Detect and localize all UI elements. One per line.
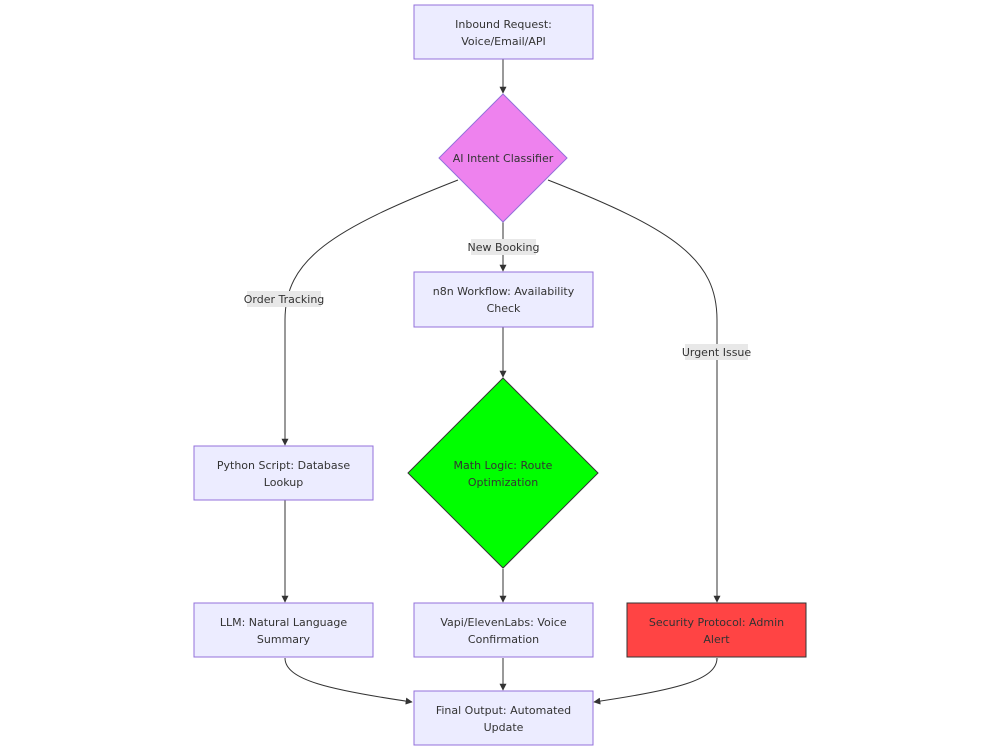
node-label-line1: LLM: Natural Language	[220, 616, 348, 629]
node-math-logic[interactable]: Math Logic: Route Optimization	[407, 377, 599, 569]
node-label-line2: Lookup	[264, 476, 303, 489]
edge-label-order-tracking: Order Tracking	[244, 291, 325, 307]
node-label-line1: Final Output: Automated	[436, 704, 571, 717]
node-llm-summary[interactable]: LLM: Natural Language Summary	[193, 602, 374, 658]
node-label-line2: Update	[484, 721, 524, 734]
edge-label-bg	[247, 291, 321, 307]
edge-label-bg	[685, 344, 748, 360]
node-box	[193, 602, 374, 658]
node-inbound-request[interactable]: Inbound Request: Voice/Email/API	[413, 4, 594, 60]
edge-label-bg	[471, 239, 536, 255]
node-label-line1: Security Protocol: Admin	[649, 616, 784, 629]
node-security-protocol[interactable]: Security Protocol: Admin Alert	[626, 602, 807, 658]
node-label-line2: Confirmation	[468, 633, 539, 646]
edge-label-text: Order Tracking	[244, 293, 325, 306]
node-python-script[interactable]: Python Script: Database Lookup	[193, 445, 374, 501]
node-vapi-elevenlabs[interactable]: Vapi/ElevenLabs: Voice Confirmation	[413, 602, 594, 658]
decision-diamond	[407, 377, 599, 569]
node-label-line1: Math Logic: Route	[454, 459, 553, 472]
node-final-output[interactable]: Final Output: Automated Update	[413, 690, 594, 746]
node-box	[413, 271, 594, 328]
node-label-line1: Python Script: Database	[217, 459, 350, 472]
node-label-line1: Inbound Request:	[455, 18, 552, 31]
edge-classifier-to-python	[281, 179, 459, 446]
node-ai-intent-classifier[interactable]: AI Intent Classifier	[438, 93, 568, 223]
node-label-line2: Summary	[257, 633, 311, 646]
edge-security-to-final	[593, 657, 718, 705]
node-label-line2: Check	[487, 302, 521, 315]
node-label-line1: Vapi/ElevenLabs: Voice	[440, 616, 566, 629]
node-label-line2: Optimization	[468, 476, 538, 489]
node-label-line2: Voice/Email/API	[461, 35, 546, 48]
edge-llm-to-final	[284, 657, 413, 705]
node-box	[413, 690, 594, 746]
edge-label-text: Urgent Issue	[682, 346, 752, 359]
node-label-line1: AI Intent Classifier	[453, 152, 554, 165]
edge-label-new-booking: New Booking	[468, 239, 540, 255]
edge-label-text: New Booking	[468, 241, 540, 254]
node-box	[413, 4, 594, 60]
node-box	[626, 602, 807, 658]
decision-diamond	[438, 93, 568, 223]
edge-label-urgent-issue: Urgent Issue	[682, 344, 752, 360]
node-label-line1: n8n Workflow: Availability	[433, 285, 575, 298]
node-box	[193, 445, 374, 501]
edge-classifier-to-security	[547, 179, 721, 603]
node-box	[413, 602, 594, 658]
node-label-line2: Alert	[703, 633, 730, 646]
edges	[281, 59, 721, 705]
node-n8n-workflow[interactable]: n8n Workflow: Availability Check	[413, 271, 594, 328]
